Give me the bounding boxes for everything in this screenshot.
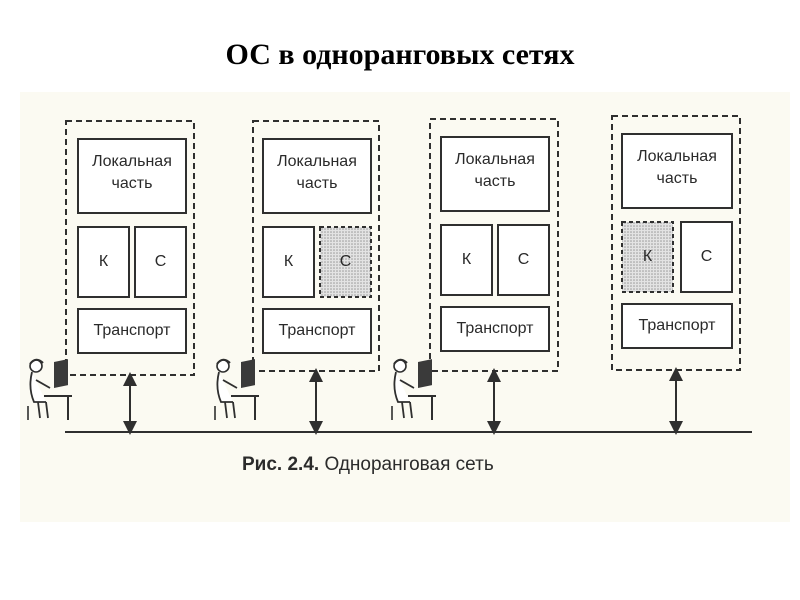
caption-text: Одноранговая сеть — [324, 454, 494, 475]
server-label: С — [517, 251, 530, 268]
local-part-label-line1: Локальная — [455, 151, 535, 168]
user-at-computer-icon — [214, 358, 259, 420]
transport-label: Транспорт — [278, 322, 356, 339]
local-part-label-line2: часть — [474, 173, 516, 190]
page-title: ОС в одноранговых сетях — [225, 38, 575, 71]
client-label: К — [283, 253, 294, 270]
client-label: К — [98, 253, 109, 270]
transport-box — [440, 306, 550, 352]
local-part-label-line2: часть — [296, 175, 338, 192]
local-part-label-line1: Локальная — [92, 153, 172, 170]
client-box — [77, 226, 130, 298]
local-part-label-line2: часть — [111, 175, 153, 192]
local-part-label-line1: Локальная — [277, 153, 357, 170]
client-label: К — [461, 251, 472, 268]
local-part-label-line1: Локальная — [637, 148, 717, 165]
local-part-box — [440, 136, 550, 212]
caption-prefix: Рис. 2.4. — [242, 454, 320, 475]
computer-node-2 — [252, 120, 380, 435]
transport-label: Транспорт — [93, 322, 171, 339]
user-at-computer-icon — [27, 358, 72, 420]
transport-label: Транспорт — [456, 320, 534, 337]
local-part-box — [621, 133, 733, 209]
server-box — [319, 226, 372, 298]
computer-node-4 — [611, 115, 741, 435]
server-box — [134, 226, 187, 298]
local-part-box — [77, 138, 187, 214]
computer-node-1 — [65, 120, 195, 435]
user-at-computer-icon — [391, 358, 436, 420]
local-part-label-line2: часть — [656, 170, 698, 187]
node-boundary — [252, 120, 380, 372]
client-box — [262, 226, 315, 298]
client-box — [440, 224, 493, 296]
transport-label: Транспорт — [638, 317, 716, 334]
computer-node-3 — [429, 118, 559, 435]
transport-box — [262, 308, 372, 354]
server-box — [497, 224, 550, 296]
transport-box — [77, 308, 187, 354]
server-label: С — [700, 248, 713, 265]
client-box — [621, 221, 674, 293]
server-label: С — [339, 253, 352, 270]
transport-box — [621, 303, 733, 349]
client-label: К — [642, 248, 653, 265]
local-part-box — [262, 138, 372, 214]
figure-caption: Рис. 2.4. Одноранговая сеть — [242, 454, 494, 476]
server-label: С — [154, 253, 167, 270]
server-box — [680, 221, 733, 293]
